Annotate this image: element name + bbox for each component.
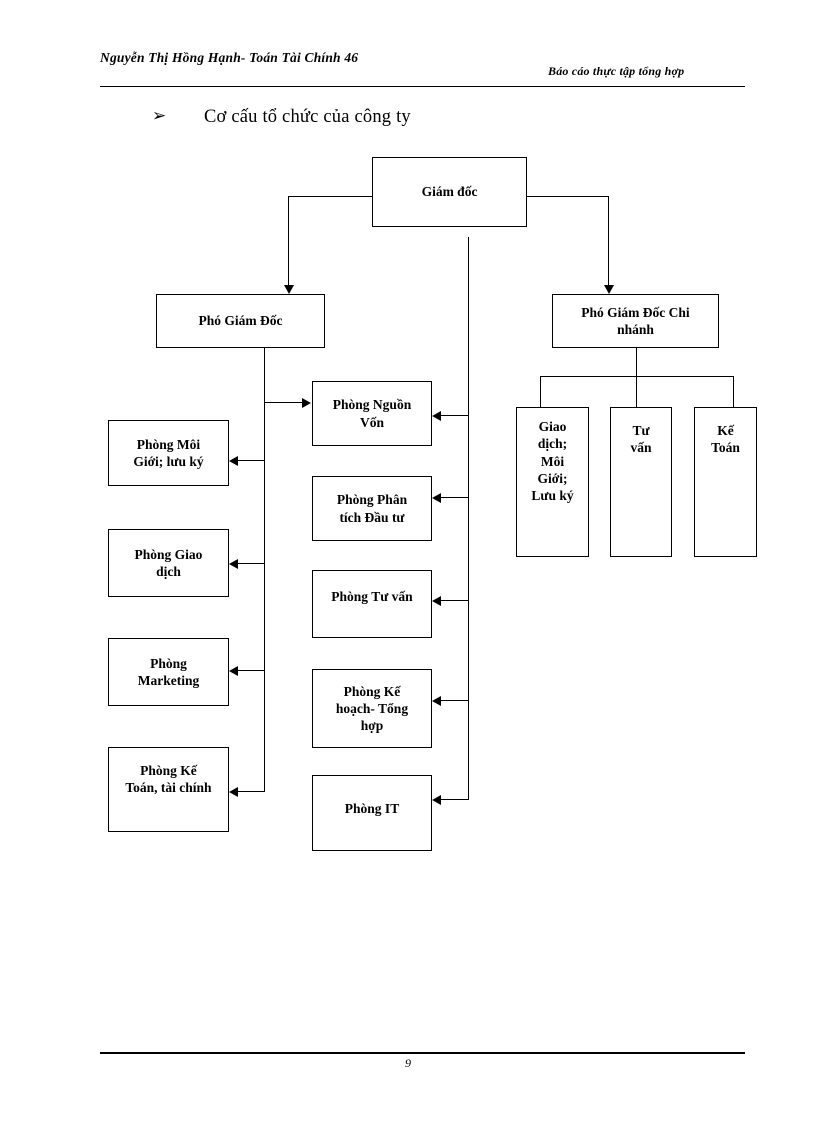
node-phong-ke-toan-label-line2: Toán, tài chính (125, 780, 212, 796)
node-phong-marketing-label-line1: Phòng (150, 655, 187, 671)
node-phong-nguon-von-label-line2: Vốn (359, 414, 384, 430)
node-cn-ke-toan-label-line2: Toán (711, 440, 740, 456)
header-author: Nguyễn Thị Hồng Hạnh- Toán Tài Chính 46 (100, 50, 359, 65)
header-report-title: Báo cáo thực tập tổng hợp (548, 64, 685, 78)
node-cn-giao-dich-label-line5: Lưu ký (531, 488, 574, 504)
edge-pgd-to-moi-gioi (238, 460, 265, 462)
edge-gd-left-horizontal (288, 196, 373, 198)
edge-spine-to-tu-van (441, 600, 469, 602)
arrowhead-to-pho-gd-chi-nhanh (604, 285, 614, 294)
arrowhead-to-it (432, 795, 441, 805)
node-pho-gd-chi-nhanh-label-line2: nhánh (617, 322, 654, 337)
node-cn-giao-dich-label-line2: dịch; (537, 436, 568, 452)
edge-chi-nhanh-drop-center (636, 376, 638, 408)
node-phong-tu-van: Phòng Tư vấn (312, 570, 432, 638)
arrowhead-to-nguon-von-left (302, 398, 311, 408)
arrow-bullet-icon: ➢ (152, 106, 167, 126)
node-phong-ke-hoach-label-line2: hoạch- Tổng (335, 700, 409, 716)
edge-spine-to-phan-tich (441, 497, 469, 499)
node-phong-moi-gioi: Phòng Môi Giới; lưu ký (108, 420, 229, 486)
node-phong-moi-gioi-label-line2: Giới; lưu ký (133, 454, 204, 469)
edge-pgd-to-ke-toan (238, 791, 265, 793)
node-pho-gd-chi-nhanh-label-line1: Phó Giám Đốc Chi (581, 304, 690, 320)
node-cn-giao-dich-label-line3: Môi (540, 453, 565, 469)
node-phong-giao-dich-label-line1: Phòng Giao (134, 546, 203, 562)
node-phong-ke-hoach-label-line1: Phòng Kế (343, 683, 401, 699)
node-phong-nguon-von: Phòng Nguồn Vốn (312, 381, 432, 446)
arrowhead-to-moi-gioi (229, 456, 238, 466)
edge-chi-nhanh-drop-left (540, 376, 542, 408)
arrowhead-to-giao-dich (229, 559, 238, 569)
edge-pgd-spine (264, 348, 266, 792)
node-cn-giao-dich-label-line4: Giới; (537, 470, 568, 486)
node-cn-tu-van-label-line2: vấn (630, 440, 652, 456)
node-cn-tu-van-label-line1: Tư (632, 423, 650, 438)
edge-spine-to-it (441, 799, 469, 801)
node-cn-ke-toan: Kế Toán (694, 407, 757, 557)
edge-chi-nhanh-drop (636, 348, 638, 377)
arrowhead-to-nguon-von-right (432, 411, 441, 421)
edge-gd-left-vertical (288, 196, 290, 288)
node-phong-marketing: Phòng Marketing (108, 638, 229, 706)
section-title: Cơ cấu tổ chức của công ty (204, 107, 411, 127)
node-phong-giao-dich: Phòng Giao dịch (108, 529, 229, 597)
node-phong-moi-gioi-label-line1: Phòng Môi (136, 436, 201, 452)
node-pho-gd-chi-nhanh: Phó Giám Đốc Chi nhánh (552, 294, 719, 348)
node-cn-tu-van: Tư vấn (610, 407, 672, 557)
node-phong-tu-van-label: Phòng Tư vấn (331, 589, 413, 604)
edge-spine-to-nguon-von (441, 415, 469, 417)
node-phong-ke-toan-tai-chinh: Phòng Kế Toán, tài chính (108, 747, 229, 832)
arrowhead-to-ke-hoach (432, 696, 441, 706)
node-phong-nguon-von-label-line1: Phòng Nguồn (332, 397, 412, 413)
arrowhead-to-tu-van (432, 596, 441, 606)
edge-pgd-to-marketing (238, 670, 265, 672)
node-phong-giao-dich-label-line2: dịch (156, 564, 181, 579)
arrowhead-to-pho-giam-doc (284, 285, 294, 294)
node-phong-ke-hoach-label-line3: hợp (360, 718, 384, 734)
node-cn-giao-dich-moi-gioi-luu-ky: Giao dịch; Môi Giới; Lưu ký (516, 407, 589, 557)
arrowhead-to-ke-toan (229, 787, 238, 797)
node-giam-doc: Giám đốc (372, 157, 527, 227)
edge-gd-right-horizontal (526, 196, 609, 198)
node-giam-doc-label: Giám đốc (421, 184, 478, 200)
node-phong-ke-toan-label-line1: Phòng Kế (140, 763, 197, 778)
arrowhead-to-phan-tich (432, 493, 441, 503)
node-phong-it-label: Phòng IT (344, 801, 400, 816)
node-phong-phan-tich-label-line2: tích Đầu tư (339, 509, 405, 525)
node-phong-marketing-label-line2: Marketing (137, 673, 200, 688)
edge-pgd-to-giao-dich (238, 563, 265, 565)
edge-pgd-to-nguon-von (264, 402, 303, 404)
node-phong-ke-hoach-tong-hop: Phòng Kế hoạch- Tổng hợp (312, 669, 432, 748)
header-rule (100, 86, 745, 87)
footer-rule (100, 1052, 745, 1054)
edge-gd-center-spine (468, 237, 470, 800)
node-cn-giao-dich-label-line1: Giao (538, 419, 567, 434)
footer-page-number: 9 (405, 1056, 411, 1070)
edge-spine-to-ke-hoach (441, 700, 469, 702)
edge-gd-right-vertical (608, 196, 610, 288)
node-cn-ke-toan-label-line1: Kế (717, 423, 734, 438)
node-pho-giam-doc: Phó Giám Đốc (156, 294, 325, 348)
arrowhead-to-marketing (229, 666, 238, 676)
node-phong-it: Phòng IT (312, 775, 432, 851)
node-phong-phan-tich-label-line1: Phòng Phân (336, 492, 408, 508)
node-pho-giam-doc-label: Phó Giám Đốc (198, 313, 283, 329)
node-phong-phan-tich-dau-tu: Phòng Phân tích Đầu tư (312, 476, 432, 541)
edge-chi-nhanh-drop-right (733, 376, 735, 408)
